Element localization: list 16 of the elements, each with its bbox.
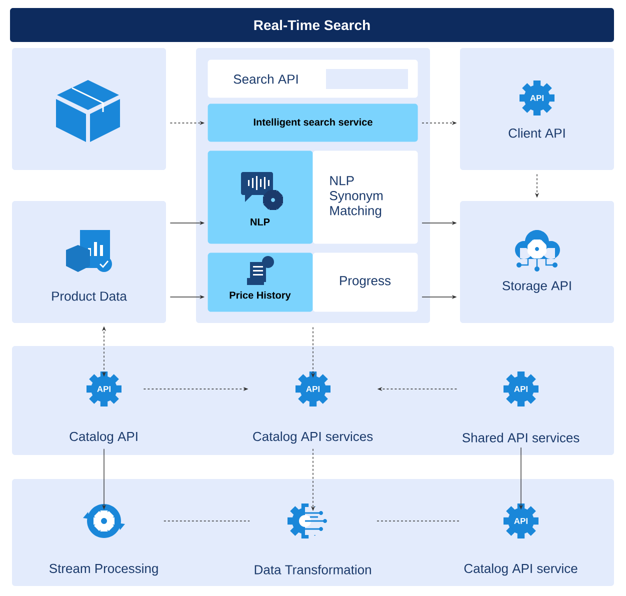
panel: Product Data [12,201,166,323]
service-item: Shared API services [462,432,580,442]
service-item: Catalog API services [253,432,373,444]
panel: Storage API [460,201,614,323]
search-box: Search API [208,60,418,98]
service-item: Catalog API [70,432,138,444]
module-box: NLP Synonym Matching [312,150,418,244]
band-panel [12,479,614,586]
module-box: Progress [312,252,418,312]
service-item: Stream Processing [50,564,158,576]
service-item: Data Transformation [254,564,371,574]
service-item: Catalog API service [464,564,578,576]
band-panel [12,346,614,455]
service-bar: Intelligent search service [208,104,418,142]
module-box: Price History [208,252,313,312]
title-band: Real-Time Search [10,8,614,42]
